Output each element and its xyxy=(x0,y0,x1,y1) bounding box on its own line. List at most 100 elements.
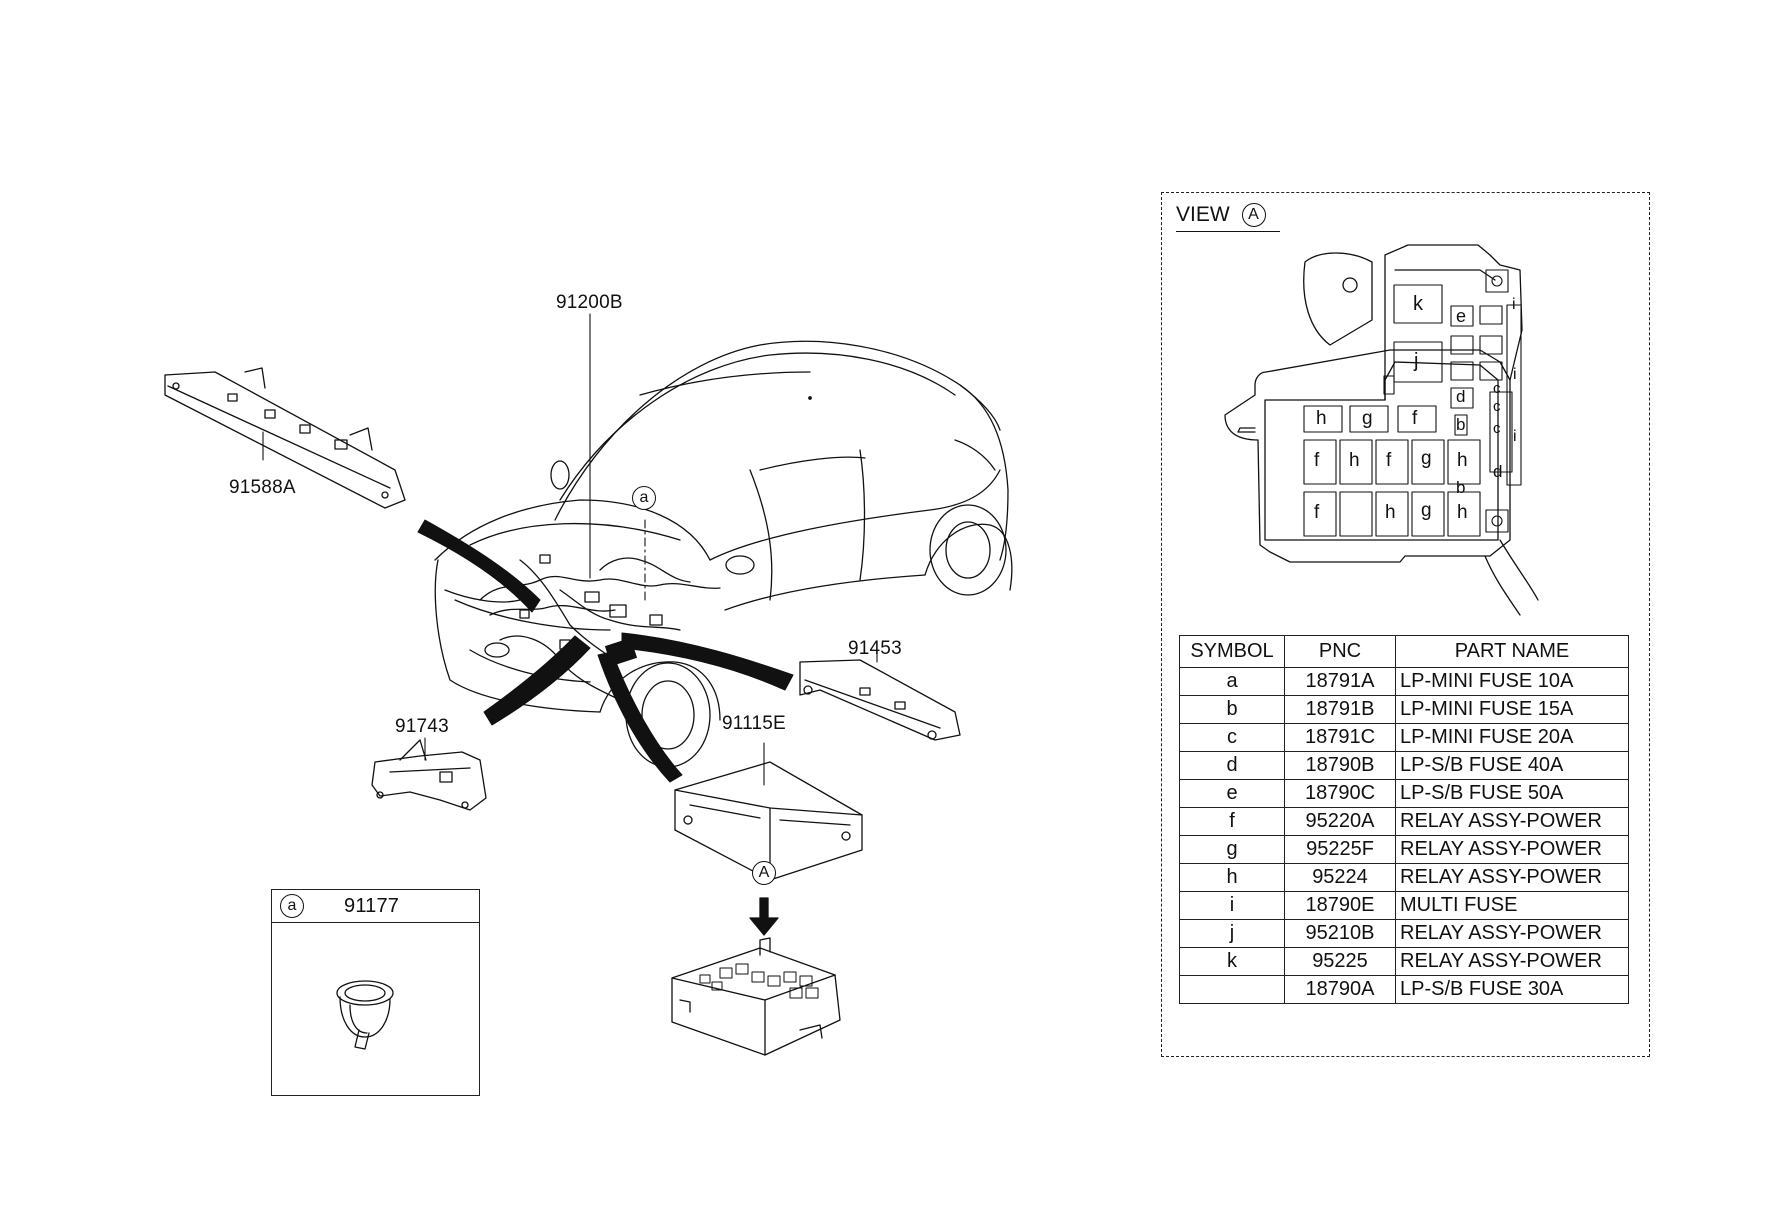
horn-illustration xyxy=(336,980,394,1050)
fuse-letter-g: g xyxy=(1421,448,1432,469)
cover-91115e-illustration xyxy=(674,761,863,881)
bracket-91453-illustration xyxy=(799,659,961,741)
cell-pnc: 18790B xyxy=(1284,751,1396,780)
fuse-letter-g: g xyxy=(1362,408,1373,429)
view-title: VIEW A xyxy=(1176,203,1280,232)
fuse-letter-c: c xyxy=(1493,420,1501,437)
fuse-letter-k: k xyxy=(1413,293,1424,315)
view-title-text: VIEW xyxy=(1176,203,1230,226)
cell-pnc: 18790E xyxy=(1284,891,1396,920)
fuse-letter-c: c xyxy=(1493,380,1501,397)
down-arrow-icon xyxy=(749,897,779,936)
fuse-box-illustration xyxy=(671,937,841,1056)
cell-symbol: a xyxy=(1179,667,1285,696)
cell-symbol: c xyxy=(1179,723,1285,752)
cell-symbol: g xyxy=(1179,835,1285,864)
fuse-letter-d: d xyxy=(1456,387,1466,406)
cell-symbol: d xyxy=(1179,751,1285,780)
fuse-letter-b: b xyxy=(1456,478,1466,497)
cell-symbol: i xyxy=(1179,891,1285,920)
cell-symbol: b xyxy=(1179,695,1285,724)
header-part-name: PART NAME xyxy=(1395,635,1629,668)
cell-pnc: 95225F xyxy=(1284,835,1396,864)
cell-symbol: e xyxy=(1179,779,1285,808)
cell-part-name: LP-MINI FUSE 15A xyxy=(1395,695,1629,724)
pointer-swooshes xyxy=(417,519,794,783)
fuse-letter-h: h xyxy=(1349,450,1360,471)
cell-part-name: LP-S/B FUSE 50A xyxy=(1395,779,1629,808)
fuse-letter-f: f xyxy=(1412,408,1418,429)
cell-symbol: f xyxy=(1179,807,1285,836)
cell-part-name: RELAY ASSY-POWER xyxy=(1395,807,1629,836)
cell-pnc: 18790A xyxy=(1284,975,1396,1004)
cell-pnc: 18791C xyxy=(1284,723,1396,752)
fuse-letter-d: d xyxy=(1493,462,1503,481)
fuse-letter-i: i xyxy=(1513,428,1517,445)
fuse-letter-f: f xyxy=(1386,450,1392,471)
fuse-letter-b: b xyxy=(1456,415,1466,434)
cell-part-name: RELAY ASSY-POWER xyxy=(1395,947,1629,976)
cell-pnc: 95210B xyxy=(1284,919,1396,948)
fuse-letter-e: e xyxy=(1456,306,1467,326)
cell-pnc: 95220A xyxy=(1284,807,1396,836)
cell-symbol: j xyxy=(1179,919,1285,948)
callout-91743: 91743 xyxy=(395,716,449,737)
cell-part-name: RELAY ASSY-POWER xyxy=(1395,835,1629,864)
cell-pnc: 18790C xyxy=(1284,779,1396,808)
inset-symbol: a xyxy=(280,894,304,918)
fuse-letter-h: h xyxy=(1385,502,1396,523)
cell-part-name: RELAY ASSY-POWER xyxy=(1395,863,1629,892)
cell-part-name: LP-MINI FUSE 10A xyxy=(1395,667,1629,696)
fuse-letter-g: g xyxy=(1421,500,1432,521)
callout-91115e: 91115E xyxy=(722,713,786,734)
table-header-row: SYMBOL PNC PART NAME xyxy=(1179,635,1629,668)
cell-part-name: LP-MINI FUSE 20A xyxy=(1395,723,1629,752)
fuse-letter-h: h xyxy=(1457,502,1468,523)
cell-part-name: MULTI FUSE xyxy=(1395,891,1629,920)
fuse-letter-i: i xyxy=(1513,366,1517,383)
cell-part-name: LP-S/B FUSE 30A xyxy=(1395,975,1629,1004)
callout-symbol-a: a xyxy=(632,486,656,510)
cell-pnc: 95224 xyxy=(1284,863,1396,892)
bracket-91743-illustration xyxy=(371,739,487,811)
inset-part-box: a 91177 xyxy=(271,889,480,1096)
cell-symbol: h xyxy=(1179,863,1285,892)
leader-lines xyxy=(262,313,878,786)
fuse-letter-h: h xyxy=(1457,450,1468,471)
header-symbol: SYMBOL xyxy=(1179,635,1285,668)
cell-part-name: LP-S/B FUSE 40A xyxy=(1395,751,1629,780)
inset-header: a 91177 xyxy=(272,890,479,923)
bracket-91588a-illustration xyxy=(164,367,406,509)
callout-view-marker: A xyxy=(752,861,776,885)
cell-pnc: 18791B xyxy=(1284,695,1396,724)
cell-symbol: k xyxy=(1179,947,1285,976)
fuse-letter-i: i xyxy=(1512,296,1516,313)
fuse-letter-c: c xyxy=(1493,398,1501,415)
callout-91453: 91453 xyxy=(848,638,902,659)
view-title-marker: A xyxy=(1241,203,1266,227)
callout-91200b: 91200B xyxy=(556,292,623,313)
fuse-letter-h: h xyxy=(1316,408,1327,429)
callout-91588a: 91588A xyxy=(229,477,296,498)
fuse-letter-f: f xyxy=(1314,450,1320,471)
fuse-box-top-view xyxy=(1224,244,1539,616)
cell-symbol xyxy=(1179,975,1285,1004)
inset-part-number: 91177 xyxy=(344,895,400,917)
cell-pnc: 18791A xyxy=(1284,667,1396,696)
